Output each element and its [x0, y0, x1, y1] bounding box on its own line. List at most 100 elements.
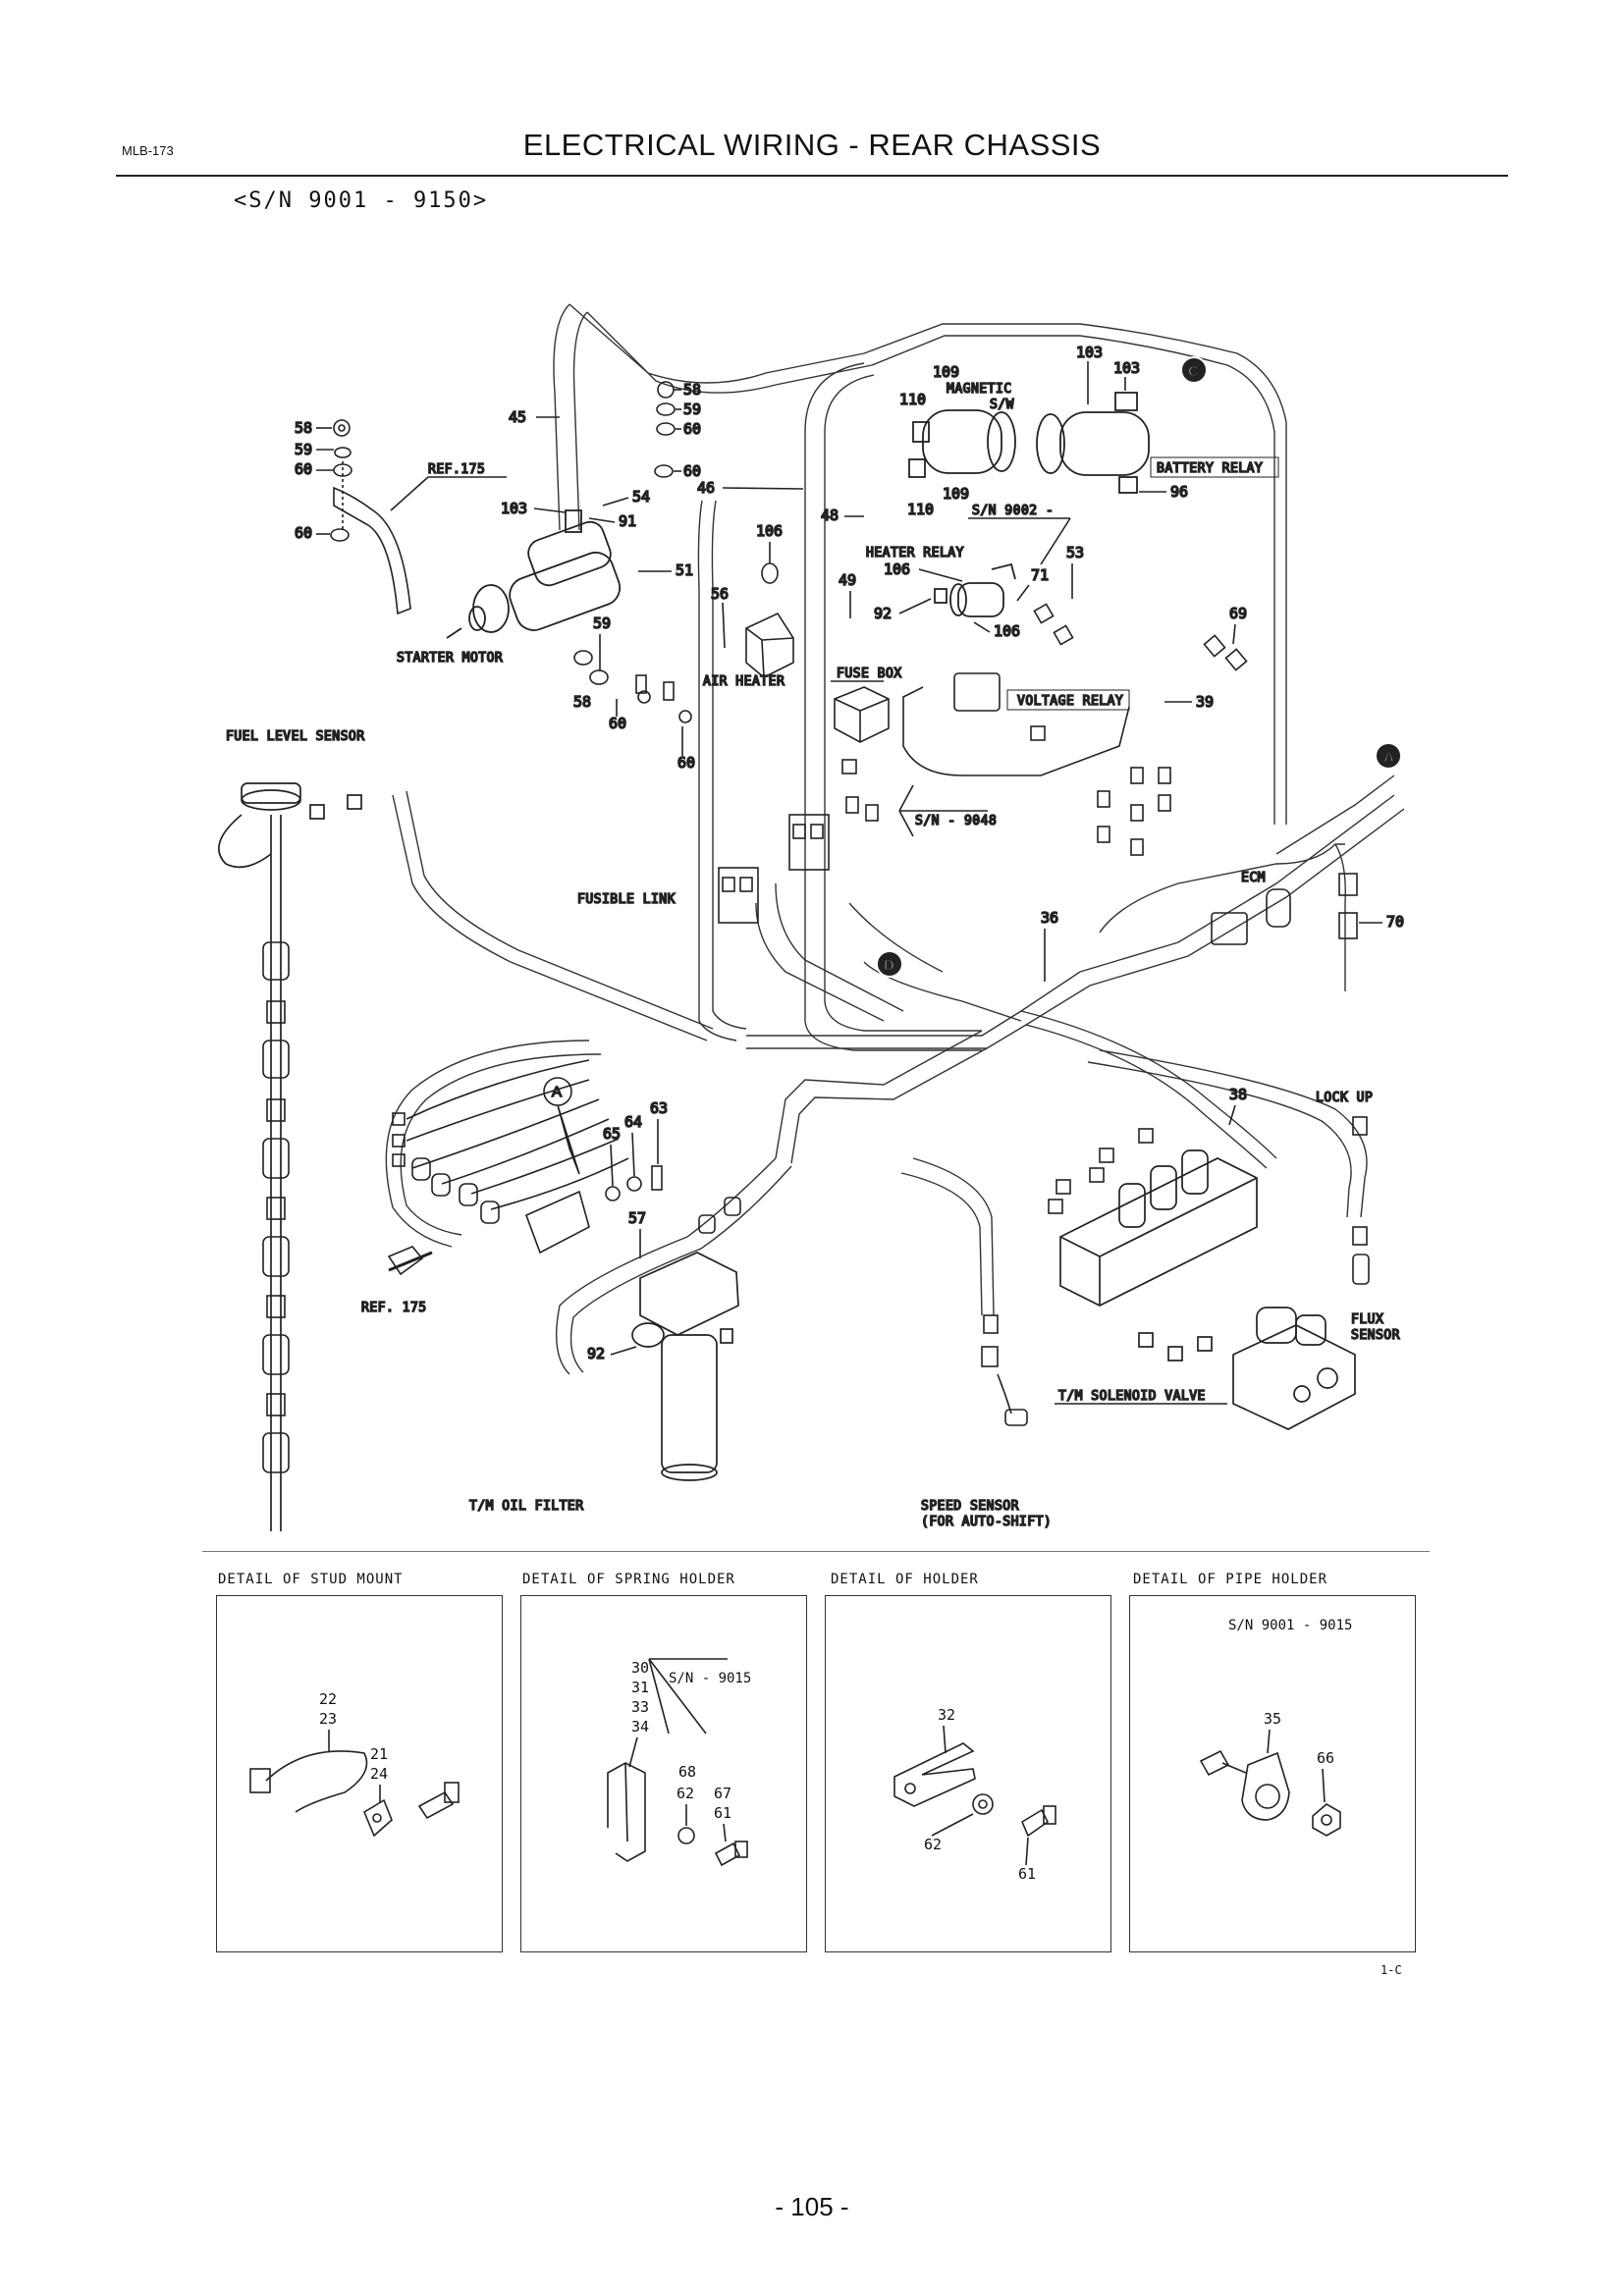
callout-68: 68	[678, 1763, 696, 1781]
callout-54: 54	[632, 488, 650, 506]
callout-23: 23	[319, 1710, 337, 1728]
starter-motor	[446, 509, 622, 639]
fusible-link	[718, 814, 830, 924]
callout-32: 32	[938, 1706, 955, 1724]
callout-91: 91	[619, 512, 636, 530]
callout-49: 49	[839, 571, 856, 589]
ref-175-label: REF. 175	[361, 1301, 427, 1315]
spring-holder-sn: S/N - 9015	[669, 1671, 751, 1686]
sn-9048-label: S/N - 9048	[915, 814, 997, 828]
document-code: MLB-173	[122, 143, 174, 158]
air-heater-label: AIR HEATER	[703, 674, 785, 689]
ref-175-label: REF.175	[428, 462, 485, 477]
hardware-63-64-65	[605, 1165, 663, 1201]
callout-36: 36	[1041, 909, 1058, 927]
callout-30: 30	[631, 1659, 649, 1677]
callout-62: 62	[924, 1836, 942, 1853]
callout-48: 48	[821, 507, 839, 524]
tm-valve-block	[1059, 1149, 1258, 1307]
detail-holder-title: DETAIL OF HOLDER	[831, 1572, 979, 1587]
callout-39: 39	[1196, 693, 1214, 711]
header-rule	[116, 175, 1508, 177]
harness-a-marker	[543, 1077, 580, 1175]
spring-holder-drawing: 30 31 33 34 S/N - 9015 68 62 67 61	[607, 1658, 751, 1867]
sheet-reference: 1-C	[1380, 1963, 1402, 1977]
heater-relay-label: HEATER RELAY	[866, 546, 964, 561]
stud-bracket-assembly	[330, 419, 411, 615]
marker-a-letter: A	[1383, 749, 1394, 766]
callout-96: 96	[1170, 483, 1188, 501]
page-title: ELECTRICAL WIRING - REAR CHASSIS	[522, 128, 1102, 162]
battery-relay	[1036, 392, 1150, 494]
detail-stud-mount-title: DETAIL OF STUD MOUNT	[218, 1572, 404, 1587]
callout-61: 61	[1018, 1865, 1036, 1883]
callout-59: 59	[593, 614, 611, 632]
callout-51: 51	[676, 561, 693, 579]
callout-58: 58	[683, 381, 701, 399]
stud-mount-drawing: 22 23 21 24	[249, 1690, 460, 1838]
callout-56: 56	[711, 585, 729, 603]
callout-24: 24	[370, 1765, 388, 1783]
lock-up-label: LOCK UP	[1316, 1091, 1373, 1105]
marker-d-letter: D	[884, 957, 894, 974]
callout-103: 103	[1113, 359, 1140, 377]
speed-sensor-label-1: SPEED SENSOR	[921, 1499, 1019, 1514]
callout-33: 33	[631, 1698, 649, 1716]
fuel-level-floats	[262, 941, 290, 1473]
callout-65: 65	[603, 1125, 621, 1143]
flux-sensor-label-2: SENSOR	[1351, 1328, 1400, 1343]
magnetic-sw-label-1: MAGNETIC	[947, 382, 1012, 397]
callout-70: 70	[1386, 913, 1404, 931]
starter-motor-label: STARTER MOTOR	[397, 651, 503, 666]
magnetic-sw-label-2: S/W	[990, 398, 1014, 412]
marker-c: C	[1180, 356, 1208, 384]
marker-c-letter: C	[1188, 363, 1199, 380]
callout-59: 59	[683, 400, 701, 418]
callout-69: 69	[1229, 605, 1247, 622]
nut-set-lower	[573, 650, 692, 723]
callout-64: 64	[624, 1113, 642, 1131]
marker-a: A	[1375, 742, 1402, 770]
callout-67: 67	[714, 1785, 731, 1802]
callout-59: 59	[295, 441, 312, 458]
harness-a-letter: A	[552, 1084, 562, 1100]
callout-106: 106	[884, 561, 910, 578]
detail-pipe-holder-panel: S/N 9001 - 9015 35 66	[1129, 1595, 1416, 1952]
detail-holder-panel: 32 62 61	[825, 1595, 1111, 1952]
callout-60: 60	[677, 754, 695, 772]
pipe-holder-drawing: S/N 9001 - 9015 35 66	[1199, 1618, 1352, 1837]
callout-60: 60	[609, 715, 626, 732]
tm-solenoid-valve	[1138, 1307, 1356, 1430]
callout-60: 60	[295, 460, 312, 478]
tm-harness-connectors	[1048, 1128, 1154, 1214]
callout-60: 60	[683, 420, 701, 438]
callout-110: 110	[907, 501, 934, 518]
pipe-holder-sn: S/N 9001 - 9015	[1228, 1618, 1352, 1633]
callout-92: 92	[587, 1345, 605, 1362]
tm-solenoid-valve-label: T/M SOLENOID VALVE	[1058, 1389, 1206, 1404]
callout-53: 53	[1066, 544, 1084, 561]
callout-60: 60	[295, 524, 312, 542]
ecm	[1211, 873, 1358, 945]
fuel-level-sensor	[218, 782, 362, 1531]
tm-oil-filter	[631, 1252, 739, 1481]
callout-45: 45	[509, 408, 526, 426]
callout-31: 31	[631, 1679, 649, 1696]
magnetic-switch	[908, 409, 1016, 478]
tm-oil-filter-label: T/M OIL FILTER	[469, 1499, 584, 1514]
callout-60: 60	[683, 462, 701, 480]
ecm-label: ECM	[1241, 871, 1266, 885]
page-number: - 105 -	[775, 2192, 849, 2221]
callout-106: 106	[994, 622, 1020, 640]
callout-34: 34	[631, 1718, 649, 1735]
callout-92: 92	[874, 605, 892, 622]
callout-61: 61	[714, 1804, 731, 1822]
callout-21: 21	[370, 1745, 388, 1763]
nut-set-top	[654, 381, 676, 478]
detail-spring-holder-panel: 30 31 33 34 S/N - 9015 68 62 67 61	[520, 1595, 807, 1952]
detail-divider	[202, 1551, 1430, 1552]
callout-62: 62	[677, 1785, 694, 1802]
air-heater	[745, 562, 794, 678]
callout-71: 71	[1031, 566, 1049, 584]
